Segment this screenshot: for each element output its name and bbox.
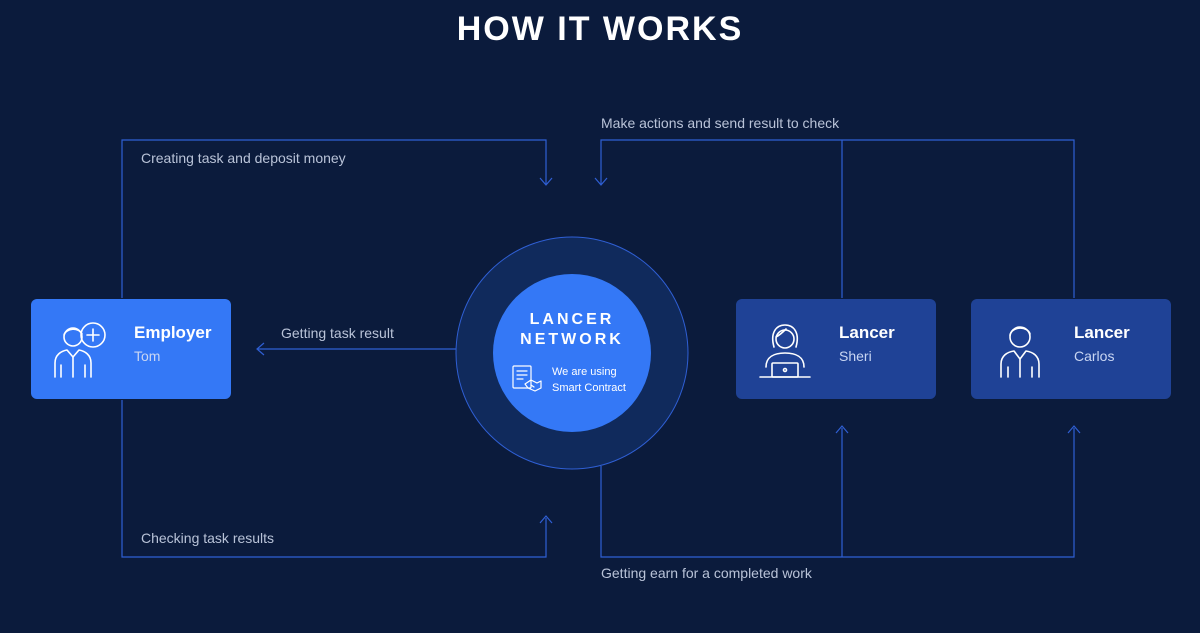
- employer-role: Employer: [134, 323, 212, 342]
- core-title-line1: LANCER: [529, 311, 615, 328]
- employer-name: Tom: [134, 348, 161, 364]
- flow-line-create-task: [121, 139, 547, 298]
- smart-contract-line2: Smart Contract: [552, 382, 626, 394]
- flow-line-get-earn: [600, 428, 1075, 558]
- flow-label-send-result: Make actions and send result to check: [601, 115, 840, 131]
- woman-laptop-icon: [759, 324, 811, 378]
- arrowhead-down: [594, 177, 608, 186]
- arrowhead-up: [835, 425, 849, 434]
- flow-line-send-result: [600, 139, 1075, 298]
- smart-contract-badge: We are using Smart Contract: [552, 364, 626, 396]
- lancer-card-carlos: Lancer Carlos: [971, 299, 1171, 399]
- page-title: HOW IT WORKS: [456, 10, 744, 48]
- core-center: [493, 274, 651, 432]
- man-user-icon: [1000, 326, 1040, 378]
- arrowhead-up: [1067, 425, 1081, 434]
- lancer-sheri-name: Sheri: [839, 348, 872, 364]
- lancer-card-sheri: Lancer Sheri: [736, 299, 936, 399]
- lancer-network-label: LANCER NETWORK: [500, 310, 644, 350]
- lancer-carlos-name: Carlos: [1074, 348, 1115, 364]
- core-title-line2: NETWORK: [520, 331, 624, 348]
- arrowhead-down: [539, 177, 553, 186]
- arrowhead-left: [256, 342, 265, 356]
- smart-contract-icon: [512, 365, 542, 392]
- smart-contract-line1: We are using: [552, 366, 617, 378]
- arrowhead-up: [539, 515, 553, 524]
- flow-label-get-result: Getting task result: [281, 325, 394, 341]
- flow-line-check-results: [121, 400, 547, 558]
- lancer-sheri-role: Lancer: [839, 323, 895, 342]
- employer-card: Employer Tom: [31, 299, 231, 399]
- lancer-carlos-role: Lancer: [1074, 323, 1130, 342]
- flow-label-check-results: Checking task results: [141, 530, 275, 546]
- flow-label-get-earn: Getting earn for a completed work: [601, 565, 812, 581]
- employer-add-user-icon: [54, 322, 106, 378]
- flow-label-create-task: Creating task and deposit money: [141, 150, 346, 166]
